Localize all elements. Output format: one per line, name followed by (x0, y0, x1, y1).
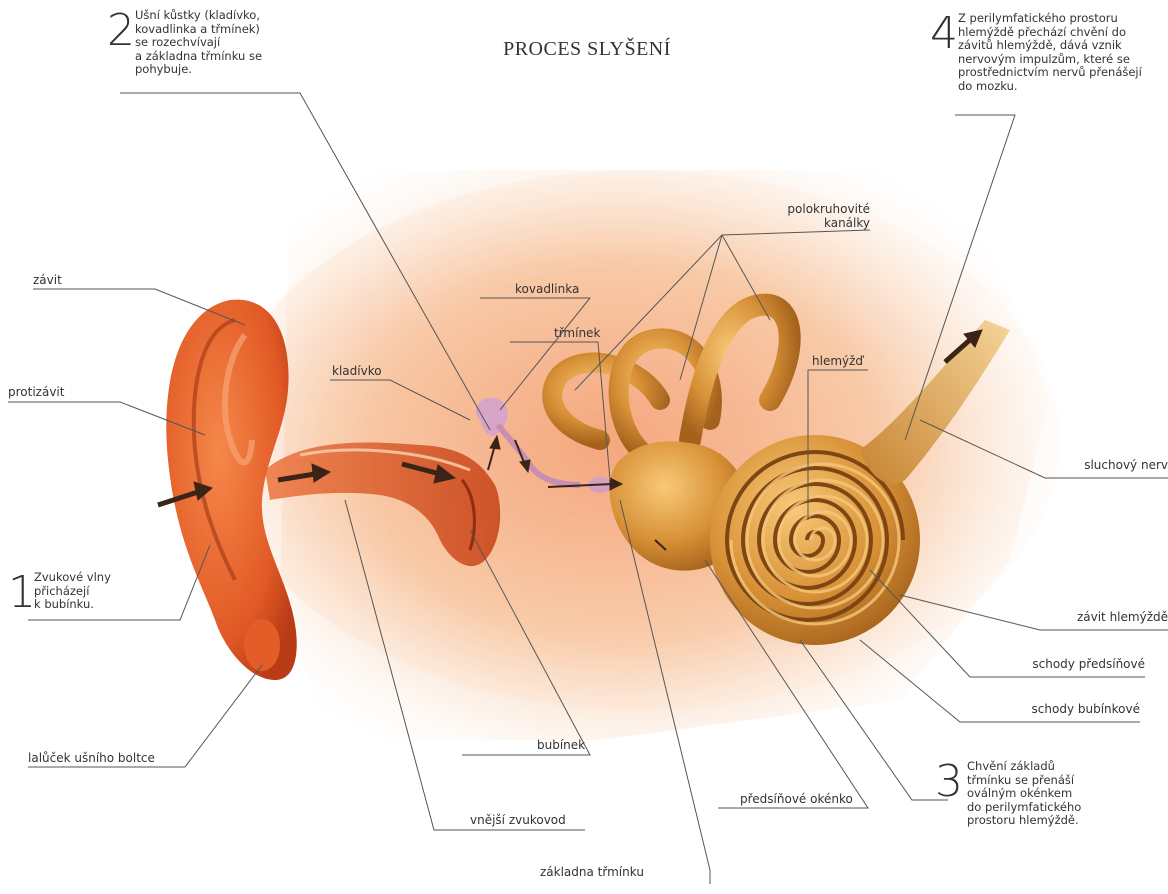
step-text: Zvukové vlny přicházejí k bubínku. (34, 571, 111, 612)
step-text: Ušní kůstky (kladívko, kovadlinka a třmí… (135, 9, 262, 77)
step-text: Z perilymfatického prostoru hlemýždě pře… (958, 12, 1142, 93)
label-schody-predsinove: schody předsíňové (990, 657, 1145, 671)
label-predsinove-okenko: předsíňové okénko (740, 792, 853, 806)
label-lalucek: lalůček ušního boltce (28, 751, 155, 765)
label-polokruhovite-line2: kanálky (778, 216, 870, 230)
label-bubinek: bubínek (537, 738, 585, 752)
label-sluchovy-nerv: sluchový nerv (1040, 458, 1168, 472)
label-schody-bubinkove: schody bubínkové (985, 702, 1140, 716)
step-text: Chvění základů třmínku se přenáší oválný… (967, 760, 1081, 828)
label-zakladna-trminku: základna třmínku (540, 865, 644, 879)
label-zavit: závit (33, 273, 62, 287)
label-kladivko: kladívko (332, 364, 382, 378)
label-kovadlinka: kovadlinka (515, 282, 579, 296)
step-number: 1 (8, 571, 36, 615)
label-vnejsi-zvukovod: vnější zvukovod (470, 813, 566, 827)
step-number: 2 (107, 9, 135, 53)
label-zavit-hlemyzde: závit hlemýždě (1030, 610, 1168, 624)
page-title: PROCES SLYŠENÍ (462, 38, 712, 61)
step-number: 4 (930, 12, 958, 56)
label-hlemyzd: hlemýžď (812, 354, 863, 368)
label-protizavit: protizávit (8, 385, 64, 399)
step-number: 3 (935, 760, 963, 804)
label-polokruhovite-line1: polokruhovité (778, 202, 870, 216)
label-trminek: třmínek (554, 326, 600, 340)
